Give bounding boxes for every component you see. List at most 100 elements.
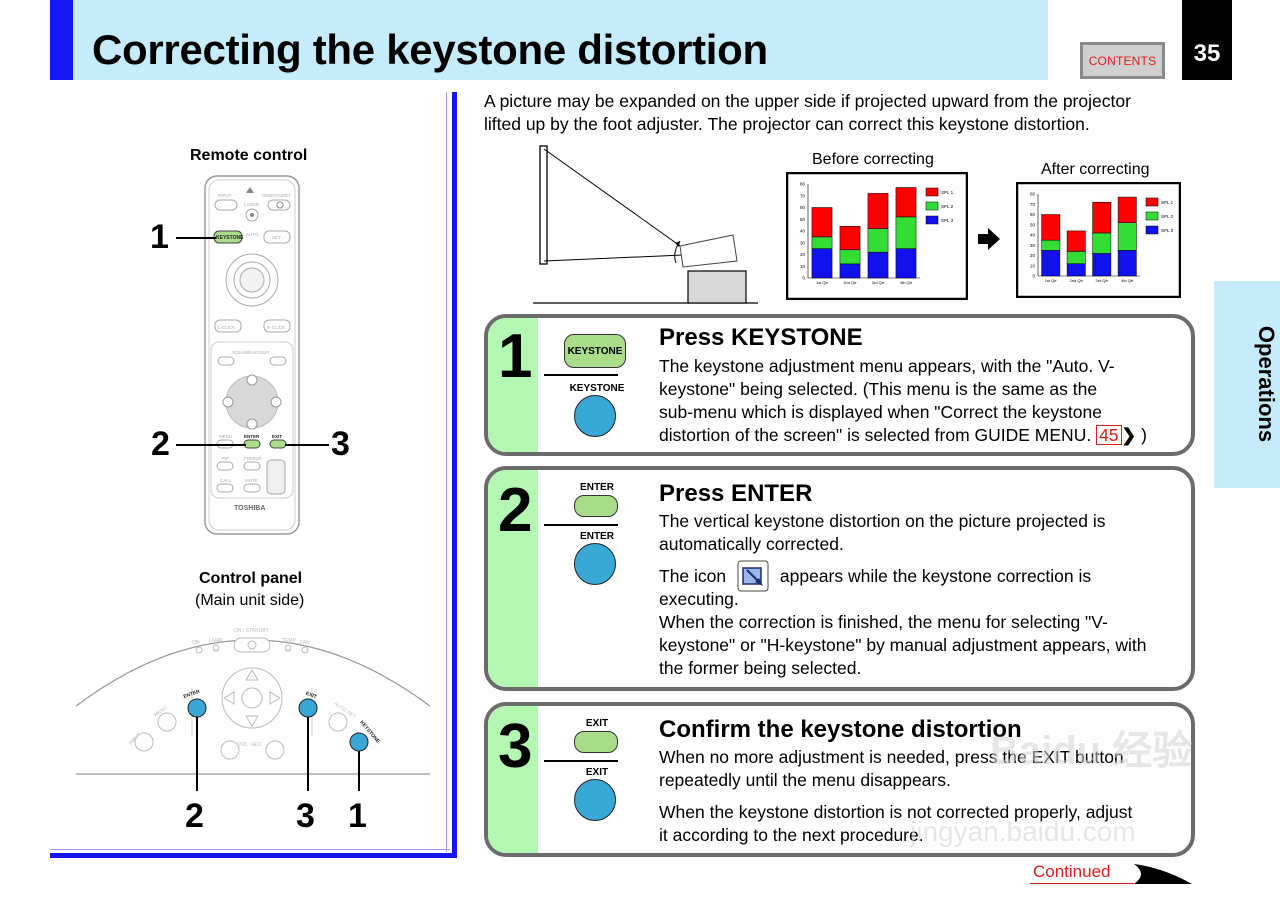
step-1-panel-key-label: KEYSTONE (569, 383, 625, 394)
remote-freeze-label: FREEZE (244, 456, 262, 461)
step-3-title: Confirm the keystone distortion (659, 716, 1022, 743)
step-2-icon-pre: The icon (659, 566, 727, 586)
keystone-panel-button-icon (574, 395, 616, 437)
chart-legend-label: SPL 1 (941, 190, 954, 195)
panel-enter-label: ENTER (183, 689, 201, 701)
panel-lamp-label: LAMP (209, 638, 223, 644)
exit-key-icon (574, 731, 618, 753)
remote-callout-2-line (176, 444, 246, 446)
control-panel-illustration: ON LAMP ON / STANDBY TEMP FAN VOL / ADJ … (75, 628, 431, 775)
panel-callout-2-line (196, 717, 198, 791)
before-correcting-label: Before correcting (812, 151, 934, 168)
step-2-line-1: The vertical keystone distortion on the … (659, 511, 1106, 531)
chevron-right-icon: ❯ (1121, 425, 1137, 445)
keystone-key-icon (564, 334, 626, 368)
remote-mute-label: MUTE (245, 478, 258, 483)
remote-brand-label: TOSHIBA (234, 505, 265, 512)
step-3-line-2: repeatedly until the menu disappears. (659, 770, 951, 790)
intro-paragraph: A picture may be expanded on the upper s… (484, 90, 1184, 136)
step-1-line-1: The keystone adjustment menu appears, wi… (659, 356, 1115, 376)
remote-input-label: INPUT (218, 193, 232, 198)
column-divider-inner (446, 92, 447, 852)
remote-call-label: CALL (220, 478, 232, 483)
chart-legend-label: SPL 3 (1161, 228, 1174, 233)
remote-pip-label: PIP (222, 456, 229, 461)
chart-ytick-label: 60 (800, 205, 806, 210)
step-1-title: Press KEYSTONE (659, 324, 863, 351)
chart-ytick-label: 0 (1032, 274, 1035, 279)
watermark-logo: Baidu 经验 (990, 729, 1193, 773)
step-2-key-label: ENTER (580, 482, 614, 493)
projection-illustration (533, 145, 758, 304)
remote-set-label: SET (272, 235, 281, 240)
step-1-key-divider (544, 374, 618, 376)
step-2-text: The vertical keystone distortion on the … (659, 510, 1181, 680)
chart-legend-swatch (925, 215, 939, 225)
step-3-card: 3 EXIT EXIT Confirm the keystone distort… (484, 702, 1195, 857)
page-ref-link[interactable]: 45 (1096, 425, 1122, 445)
chart-ytick-label: 70 (800, 193, 806, 198)
chart-bar-segment (895, 216, 917, 249)
contents-button[interactable]: CONTENTS (1080, 42, 1165, 79)
chart-bar-segment (839, 249, 861, 265)
section-tab-label: Operations (1254, 325, 1279, 443)
chart-ytick-label: 10 (800, 264, 806, 269)
after-correcting-label: After correcting (1041, 161, 1150, 178)
chart-legend-swatch (1145, 211, 1159, 221)
step-1-number-band (488, 318, 538, 452)
chart-category-label: 1st Qtr (816, 280, 829, 285)
chart-bar-segment (1092, 253, 1112, 277)
chart-category-label: 2nd Qtr (1070, 278, 1084, 283)
remote-callout-1: 1 (150, 218, 169, 256)
step-2-line-7: the former being selected. (659, 658, 862, 679)
chart-ytick-label: 50 (1030, 222, 1036, 227)
chart-ytick-label: 70 (1030, 202, 1036, 207)
column-bottom-rule-inner (50, 849, 450, 850)
remote-callout-3-line (285, 444, 329, 446)
chart-category-label: 1st Qtr (1045, 278, 1058, 283)
remote-callout-2: 2 (151, 425, 170, 463)
step-2-line-2: automatically corrected. (659, 534, 844, 554)
step-3-number-band (488, 706, 538, 853)
step-2-icon-post: appears while the keystone correction is (779, 566, 1092, 586)
step-3-line-1: When no more adjustment is needed, press… (659, 747, 1124, 767)
right-arrow-icon (978, 228, 1000, 250)
control-panel-subheading: (Main unit side) (195, 592, 305, 609)
continued-arrow-icon[interactable] (1134, 862, 1194, 886)
section-tab-operations[interactable]: Operations (1214, 281, 1280, 488)
panel-callout-3-line (307, 717, 309, 791)
step-2-title: Press ENTER (659, 480, 813, 507)
remote-laser-label: LASER (244, 202, 260, 207)
step-3-line-4: it according to the next procedure. (659, 825, 924, 845)
remote-exit-label: EXIT (272, 434, 282, 439)
chart-legend-label: SPL 3 (941, 218, 954, 223)
step-2-number: 2 (498, 476, 533, 545)
intro-line-1: A picture may be expanded on the upper s… (484, 91, 1131, 111)
chart-bar-segment (867, 228, 889, 253)
chart-bar-segment (1041, 250, 1061, 277)
chart-bar-segment (811, 248, 833, 279)
keystone-correction-icon (737, 560, 769, 592)
chart-ytick-label: 10 (1030, 263, 1036, 268)
chart-ytick-label: 40 (800, 229, 806, 234)
keystone-key-label: KEYSTONE (567, 346, 623, 357)
chart-ytick-label: 50 (800, 217, 806, 222)
continued-link[interactable]: Continued (1033, 862, 1111, 881)
chart-category-label: 4th Qtr (900, 280, 913, 285)
column-bottom-rule (50, 853, 457, 858)
chart-category-label: 3rd Qtr (872, 280, 885, 285)
header-accent (50, 0, 73, 80)
step-1-card: 1 KEYSTONE KEYSTONE Press KEYSTONE The k… (484, 314, 1195, 456)
chart-legend-swatch (1145, 197, 1159, 207)
chart-ytick-label: 80 (1030, 192, 1036, 197)
chart-ytick-label: 20 (1030, 253, 1036, 258)
enter-key-icon (574, 495, 618, 517)
step-1-number: 1 (498, 322, 533, 391)
chart-bar-segment (839, 226, 861, 251)
chart-bar-segment (839, 263, 861, 279)
step-2-key-divider (544, 524, 618, 526)
remote-menu-label: MENU (219, 434, 232, 439)
step-3-key-divider (544, 760, 618, 762)
remote-volume-label: VOLUME/ADJUST (232, 350, 270, 355)
panel-standby-label: ON / STANDBY (234, 628, 270, 634)
